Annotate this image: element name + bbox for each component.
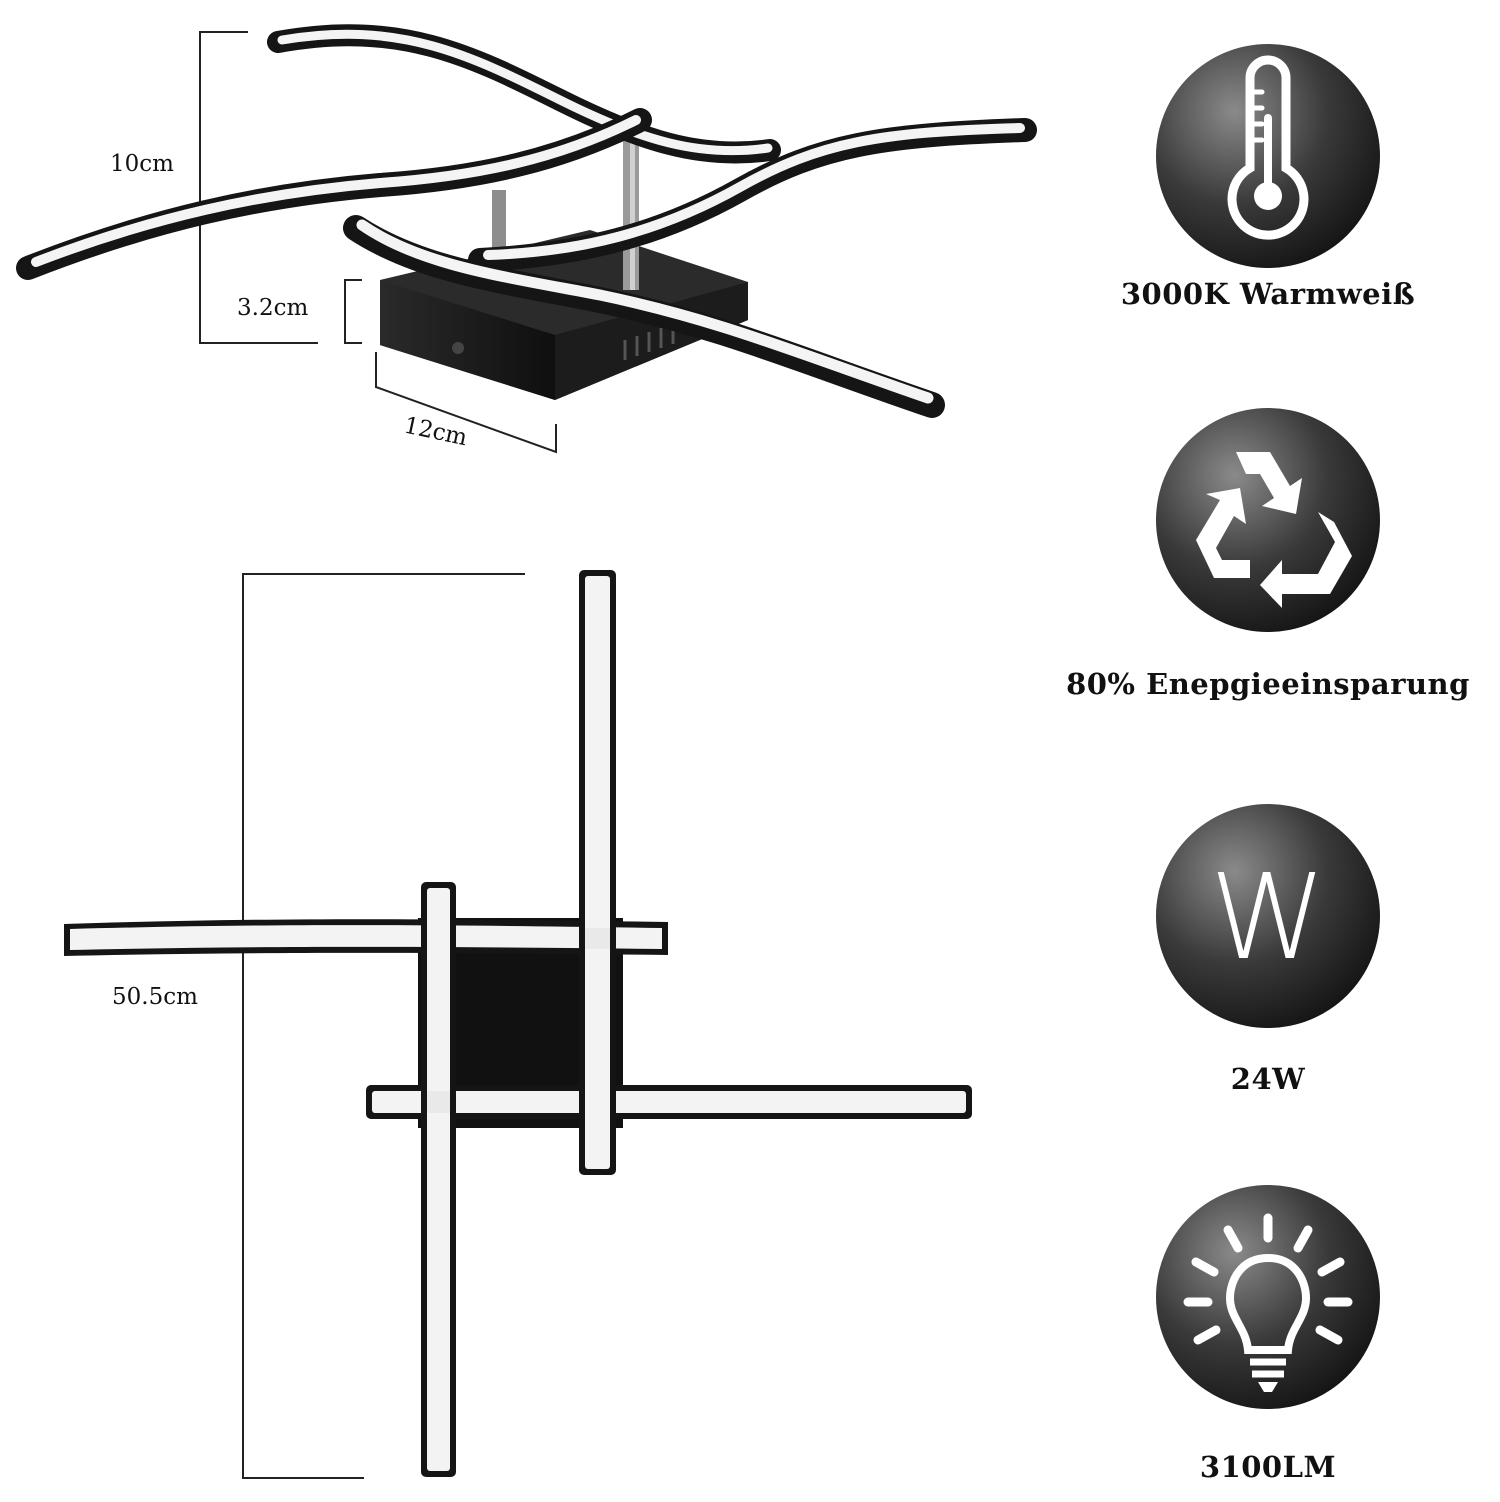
wave-arm-left [16, 108, 652, 280]
feature-label: 80% Enepgieeinsparung [1066, 667, 1470, 701]
feature-color-temperature: 3000K Warmweiß [1121, 44, 1415, 311]
thermometer-icon [1227, 55, 1309, 240]
lamp-top-view: 50.5cm [64, 570, 972, 1479]
dimension-lines-top [242, 573, 525, 1479]
feature-badge [1156, 1185, 1380, 1409]
led-bar-vertical-right [579, 570, 616, 1175]
led-bar-vertical-left [421, 882, 456, 1477]
led-bar-horizontal-upper [64, 919, 668, 956]
dimension-base-width: 12cm [402, 413, 470, 452]
feature-label: 3000K Warmweiß [1121, 277, 1415, 311]
led-bar-horizontal-lower [366, 1085, 972, 1119]
wave-arm-front [343, 215, 945, 418]
feature-energy-saving: 80% Enepgieeinsparung [1066, 408, 1470, 701]
feature-badge [1156, 408, 1380, 632]
wave-arm-top [267, 24, 781, 164]
bar-crossing [427, 1091, 450, 1113]
dimension-span: 50.5cm [112, 984, 198, 1010]
w-letter-icon: W [1210, 848, 1327, 986]
feature-label: 24W [1231, 1062, 1305, 1096]
recycle-icon [1196, 452, 1352, 608]
bar-crossing [585, 928, 610, 949]
feature-badge [1156, 804, 1380, 1028]
wave-arm-right [468, 118, 1037, 272]
feature-label: 3100LM [1200, 1450, 1336, 1484]
dimension-base-height: 3.2cm [237, 295, 308, 321]
light-bulb-icon [1183, 1213, 1353, 1392]
feature-power: W 24W [1156, 804, 1380, 1096]
lamp-side-view: 10cm 3.2cm 12cm [16, 24, 1037, 454]
dimension-height-total: 10cm [110, 151, 174, 177]
feature-luminous-flux: 3100LM [1156, 1185, 1380, 1484]
dimension-lines-side [199, 31, 557, 454]
